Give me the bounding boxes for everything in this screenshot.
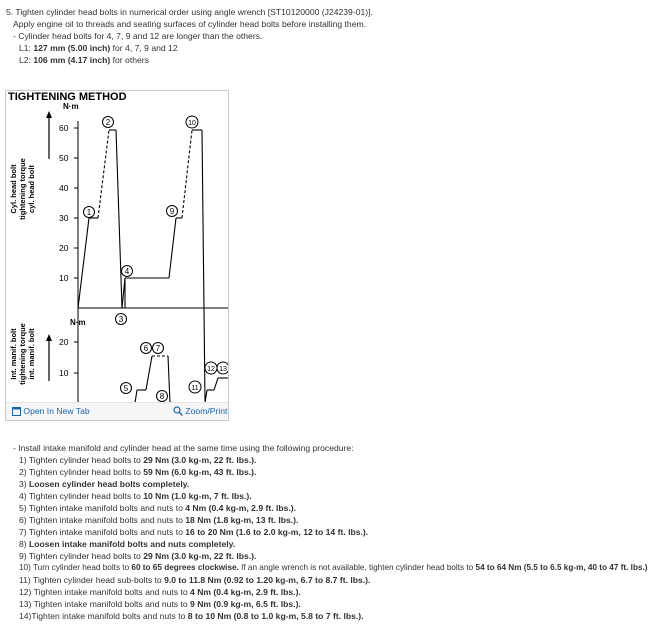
upper-ylabel-line-1: Cyl. head bolt: [9, 164, 18, 214]
svg-text:2: 2: [106, 118, 111, 127]
bolt-length-l1: L1: 127 mm (5.00 inch) for 4, 7, 9 and 1…: [19, 42, 178, 54]
marker-5: 5: [120, 382, 132, 394]
open-in-new-tab-link[interactable]: Open In New Tab: [12, 406, 90, 416]
svg-text:10: 10: [188, 120, 196, 127]
svg-text:4: 4: [125, 267, 130, 276]
procedure-steps-list: 1) Tighten cylinder head bolts to 29 Nm …: [19, 454, 648, 622]
zoom-print-link[interactable]: Zoom/Print: [173, 406, 227, 416]
open-tab-icon: [12, 407, 21, 416]
tick-40: 40: [59, 183, 69, 193]
l2-suffix: for others: [110, 55, 149, 65]
figure-title: TIGHTENING METHOD: [8, 91, 127, 103]
svg-text:12: 12: [207, 366, 215, 373]
procedure-step: 1) Tighten cylinder head bolts to 29 Nm …: [19, 455, 257, 465]
cyl-head-torque-trace: [77, 129, 206, 402]
marker-13: 13: [216, 361, 228, 375]
marker-2: 2: [102, 116, 114, 128]
open-in-new-tab-label: Open In New Tab: [23, 406, 90, 416]
lower-arrow-head: [46, 334, 52, 341]
l1-suffix: for 4, 7, 9 and 12: [110, 43, 178, 53]
marker-9: 9: [166, 205, 178, 217]
l1-value: 127 mm (5.00 inch): [33, 43, 111, 53]
procedure-step: 3) Loosen cylinder head bolts completely…: [19, 479, 190, 489]
svg-text:9: 9: [170, 207, 175, 216]
marker-4: 4: [121, 265, 133, 277]
l2-prefix: L2:: [19, 55, 34, 65]
procedure-step: 5) Tighten intake manifold bolts and nut…: [19, 503, 297, 513]
magnifier-icon: [173, 406, 183, 416]
marker-7: 7: [152, 342, 164, 354]
lower-ylabel-line-2: tightening torque: [18, 323, 27, 385]
tick-lower-10: 10: [59, 368, 69, 378]
step-markers: 1 2 3 4 5 6 7 8 9 10 11 12 13: [83, 115, 228, 402]
svg-text:3: 3: [119, 315, 124, 324]
upper-ylabel-line-2: tightening torque: [18, 158, 27, 220]
bolt-length-l2: L2: 106 mm (4.17 inch) for others: [19, 54, 149, 66]
svg-text:6: 6: [144, 344, 149, 353]
lower-tick-marks: [74, 341, 78, 374]
marker-3: 3: [115, 313, 127, 325]
step-5-oil-note: Apply engine oil to threads and seating …: [13, 19, 367, 29]
marker-11: 11: [188, 380, 202, 394]
tick-50: 50: [59, 153, 69, 163]
intake-manifold-torque-trace: [134, 355, 228, 403]
upper-tick-marks: [74, 127, 78, 279]
marker-6: 6: [140, 342, 152, 354]
svg-text:5: 5: [124, 384, 129, 393]
tick-20: 20: [59, 243, 69, 253]
upper-ylabel-line-3: cyl. head bolt: [27, 165, 36, 213]
tightening-diagram: TIGHTENING METHOD N·m Cyl. head bolt tig…: [8, 91, 228, 403]
procedure-step: 10) Turn cylinder head bolts to 60 to 65…: [19, 563, 648, 572]
l1-prefix: L1:: [19, 43, 34, 53]
svg-text:11: 11: [191, 385, 198, 392]
lower-ylabel-line-3: int. manif. bolt: [27, 328, 36, 380]
procedure-step: 14)Tighten intake manifold bolts and nut…: [19, 611, 364, 621]
tick-10: 10: [59, 273, 69, 283]
lower-ylabel-line-1: Int. manif. bolt: [9, 328, 18, 380]
procedure-step: 4) Tighten cylinder head bolts to 10 Nm …: [19, 491, 252, 501]
procedure-step: 13) Tighten intake manifold bolts and nu…: [19, 599, 301, 609]
procedure-step: 12) Tighten intake manifold bolts and nu…: [19, 587, 301, 597]
procedure-step: 9) Tighten cylinder head bolts to 29 Nm …: [19, 551, 257, 561]
upper-arrow-head: [46, 111, 52, 118]
procedure-step: 11) Tighten cylinder head sub-bolts to 9…: [19, 575, 371, 585]
procedure-step: 2) Tighten cylinder head bolts to 59 Nm …: [19, 467, 257, 477]
l2-value: 106 mm (4.17 inch): [33, 55, 111, 65]
step-5-heading: 5. Tighten cylinder head bolts in numeri…: [6, 7, 373, 17]
upper-unit: N·m: [63, 102, 79, 111]
procedure-step: 6) Tighten intake manifold bolts and nut…: [19, 515, 299, 525]
procedure-step: 8) Loosen intake manifold bolts and nuts…: [19, 539, 236, 549]
svg-text:8: 8: [160, 392, 165, 401]
marker-8: 8: [156, 390, 168, 402]
procedure-intro: - Install intake manifold and cylinder h…: [13, 443, 354, 453]
svg-text:1: 1: [87, 208, 92, 217]
marker-1: 1: [83, 206, 95, 218]
tick-30: 30: [59, 213, 69, 223]
tightening-method-figure: TIGHTENING METHOD N·m Cyl. head bolt tig…: [5, 90, 229, 421]
figure-toolbar: Open In New Tab Zoom/Print: [6, 402, 228, 420]
marker-12: 12: [204, 361, 218, 375]
procedure-step: 7) Tighten intake manifold bolts and nut…: [19, 527, 369, 537]
lower-ylabel: Int. manif. bolt tightening torque int. …: [9, 323, 36, 385]
lower-tick-labels: 20 10: [59, 337, 69, 378]
upper-tick-labels: 60 50 40 30 20 10: [59, 123, 69, 283]
svg-text:13: 13: [219, 366, 227, 373]
upper-ylabel: Cyl. head bolt tightening torque cyl. he…: [9, 158, 36, 220]
tick-60: 60: [59, 123, 69, 133]
svg-text:7: 7: [156, 344, 161, 353]
zoom-print-label: Zoom/Print: [185, 406, 228, 416]
tick-lower-20: 20: [59, 337, 69, 347]
step-5-bolt-note: - Cylinder head bolts for 4, 7, 9 and 12…: [13, 31, 263, 41]
marker-10: 10: [185, 115, 199, 129]
